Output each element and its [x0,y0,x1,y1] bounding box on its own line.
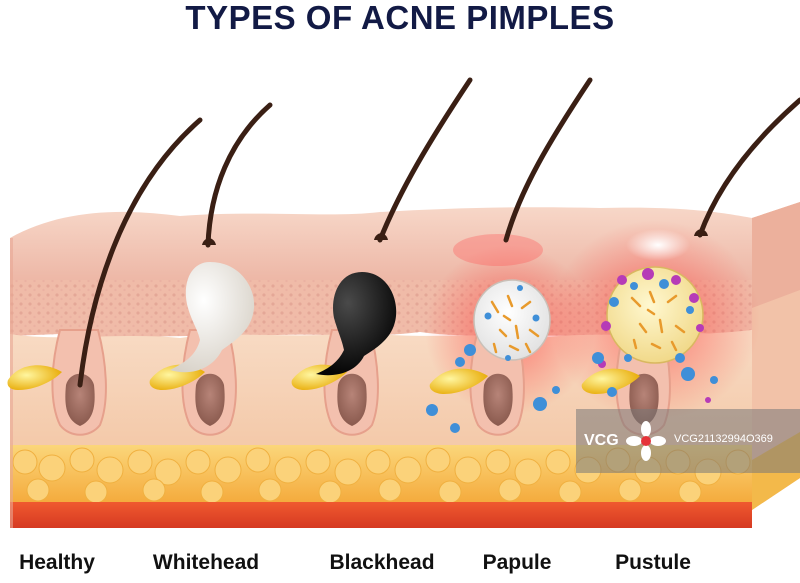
flower-logo-icon [626,421,666,461]
pustule-plug [606,266,704,364]
label-healthy: Healthy [19,551,95,574]
watermark-id: VCG21132994O369 [674,433,773,445]
papule-follicle [425,77,595,436]
watermark: VCG VCG21132994O369 [576,409,800,473]
label-whitehead: Whitehead [152,551,260,574]
muscle-layer [10,502,752,528]
page-title: TYPES OF ACNE PIMPLES [185,0,615,36]
healthy-follicle [7,117,203,436]
label-blackhead: Blackhead [329,551,435,574]
pustule-follicle [550,97,800,436]
label-papule: Papule [482,551,552,574]
skin-cross-section [7,77,800,528]
blackhead-follicle [291,77,473,436]
whitehead-follicle [149,102,273,436]
whitehead-plug [170,262,255,373]
watermark-logo: VCG [584,432,619,449]
blackhead-plug [316,272,397,376]
label-pustule: Pustule [615,551,691,574]
